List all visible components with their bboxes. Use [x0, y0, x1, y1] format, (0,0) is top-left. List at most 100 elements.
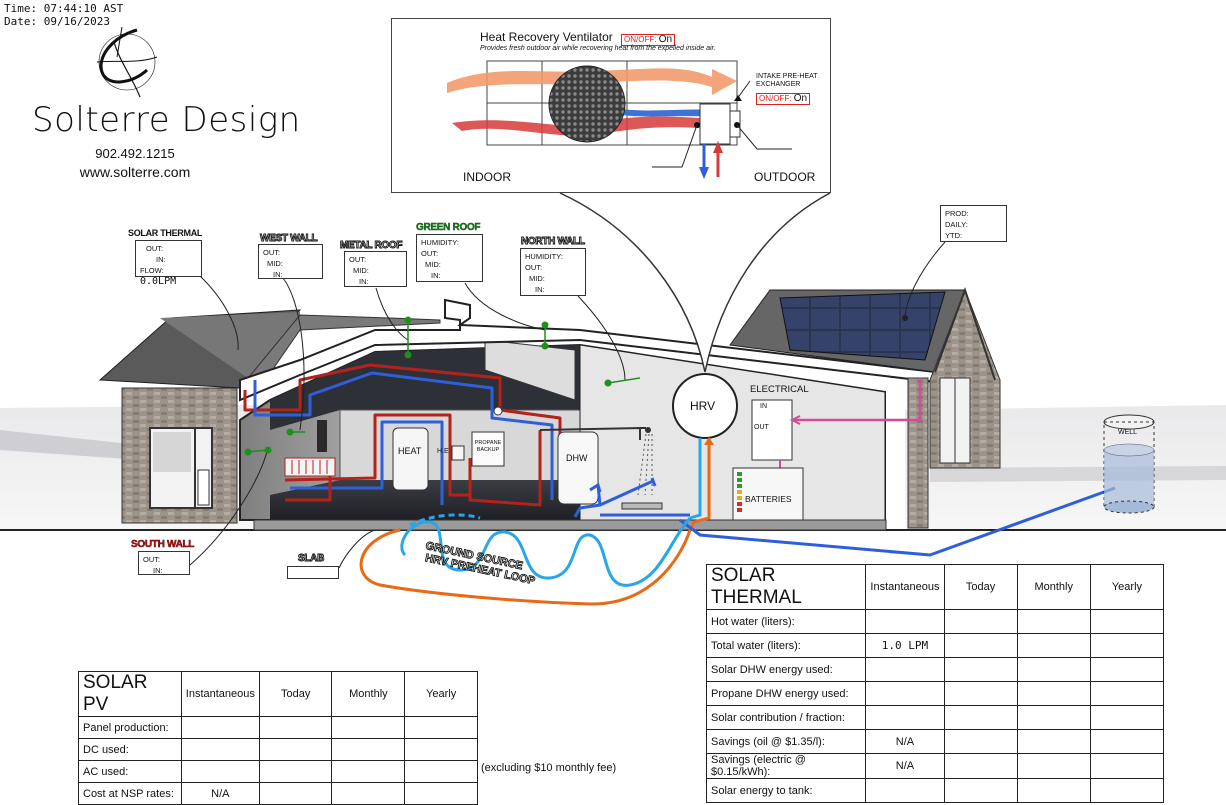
preheat-label-line2: EXCHANGER [756, 81, 801, 88]
north-wall-sensor-title: NORTH WALL [521, 236, 586, 248]
company-phone: 902.492.1215 [95, 146, 175, 161]
preheat-onoff-key: ON/OFF: [759, 93, 792, 103]
batteries-label: BATTERIES [745, 494, 792, 504]
metal-roof-sensor-box[interactable]: OUT: MID: IN: [344, 251, 407, 287]
north-wall-out: OUT: [525, 263, 543, 272]
date-readout: Date: 09/16/2023 [4, 16, 110, 28]
solar-thermal-flow-value: 0.0LPM [140, 276, 177, 287]
company-website[interactable]: www.solterre.com [79, 164, 191, 180]
metal-roof-in: IN: [359, 277, 369, 286]
table-cell [331, 716, 406, 739]
solar-thermal-table-title: SOLAR THERMAL [705, 564, 867, 610]
solar-thermal-sensor-title: SOLAR THERMAL [128, 228, 203, 238]
electrical-panel [751, 399, 793, 461]
solar-thermal-row-label: Solar DHW energy used: [705, 657, 867, 682]
metal-roof-out: OUT: [349, 255, 367, 264]
table-cell [943, 681, 1018, 706]
north-wall-sensor-box[interactable]: HUMIDITY: OUT: MID: IN: [520, 248, 586, 296]
table-cell: 1.0 LPM [865, 633, 945, 658]
table-cell [1016, 633, 1091, 658]
table-row: Propane DHW energy used: [705, 681, 1165, 706]
solar-thermal-row-label: Propane DHW energy used: [705, 681, 867, 706]
table-cell [258, 760, 333, 783]
solar-thermal-table: SOLAR THERMAL Instantaneous Today Monthl… [705, 564, 1165, 803]
preheat-label-line1: INTAKE PRE-HEAT [756, 73, 818, 80]
preheat-onoff-toggle[interactable]: ON/OFF: On [756, 90, 811, 108]
hrv-onoff-toggle[interactable]: ON/OFF: On [621, 31, 676, 49]
pv-daily: DAILY: [945, 220, 968, 229]
solar-thermal-row-label: Savings (oil @ $1.35/l): [705, 729, 867, 754]
electrical-in-label: IN [760, 403, 767, 410]
table-cell: N/A [865, 729, 945, 754]
table-cell [180, 760, 260, 783]
pv-ytd: YTD: [945, 231, 963, 240]
table-cell [1016, 609, 1091, 634]
green-roof-sensor-title: GREEN ROOF [416, 222, 481, 233]
table-cell [865, 778, 945, 803]
hrv-unit [672, 373, 738, 439]
north-wall-mid: MID: [529, 274, 545, 283]
well [1103, 414, 1155, 514]
propane-backup-label: PROPANE BACKUP [474, 440, 502, 454]
solar-thermal-row-label: Solar energy to tank: [705, 778, 867, 803]
solar-thermal-row-label: Savings (electric @ $0.15/kWh): [705, 753, 867, 779]
table-row: Solar DHW energy used: [705, 657, 1165, 682]
hrv-detail-panel: Heat Recovery Ventilator ON/OFF: On Prov… [391, 18, 831, 193]
solar-pv-col-yearly: Yearly [404, 671, 478, 717]
table-cell [943, 753, 1018, 779]
solar-thermal-header-row: SOLAR THERMAL Instantaneous Today Monthl… [705, 564, 1165, 610]
solar-pv-col-monthly: Monthly [331, 671, 406, 717]
table-cell [1016, 729, 1091, 754]
table-cell [1089, 753, 1165, 779]
west-wall-sensor-box[interactable]: OUT: MID: IN: [258, 244, 323, 279]
hrv-label: HRV [690, 399, 716, 413]
solar-pv-col-today: Today [258, 671, 333, 717]
electrical-label: ELECTRICAL [750, 384, 809, 395]
table-row: Solar energy to tank: [705, 778, 1165, 803]
table-cell [331, 738, 406, 761]
table-cell [1089, 657, 1165, 682]
outdoor-label: OUTDOOR [754, 170, 816, 184]
time-label: Time: [4, 2, 38, 15]
solar-thermal-row-label: Solar contribution / fraction: [705, 705, 867, 730]
solar-thermal-col-monthly: Monthly [1016, 564, 1091, 610]
table-cell [180, 738, 260, 761]
table-cell [258, 738, 333, 761]
south-wall-in: IN: [153, 566, 163, 575]
he-unit [451, 445, 465, 461]
green-roof-sensor-box[interactable]: HUMIDITY: OUT: MID: IN: [416, 234, 483, 282]
south-wall-sensor-box[interactable]: OUT: IN: [138, 551, 190, 575]
heat-tank-label: HEAT [398, 446, 422, 456]
ground-loop-orange [359, 528, 692, 606]
slab-sensor-box[interactable] [287, 566, 339, 579]
company-name: Solterre Design [32, 100, 301, 140]
south-wall-sensor-title: SOUTH WALL [131, 539, 195, 551]
table-cell [1016, 657, 1091, 682]
green-roof-in: IN: [431, 271, 441, 280]
table-row: Panel production: [78, 716, 478, 739]
hrv-description: Provides fresh outdoor air while recover… [480, 45, 716, 52]
solar-thermal-out: OUT: [146, 244, 164, 253]
hrv-onoff-key: ON/OFF: [624, 34, 657, 44]
solar-pv-title: SOLAR PV [78, 671, 182, 717]
metal-roof-sensor-title: METAL ROOF [340, 240, 403, 252]
table-row: Solar contribution / fraction: [705, 705, 1165, 730]
solar-thermal-col-today: Today [943, 564, 1018, 610]
solar-thermal-col-yearly: Yearly [1089, 564, 1165, 610]
solar-thermal-sensor-box[interactable]: OUT: IN: FLOW: 0.0LPM [135, 240, 202, 287]
radiator [284, 457, 336, 477]
table-cell [1089, 705, 1165, 730]
table-cell [1089, 729, 1165, 754]
dhw-tank [557, 431, 599, 505]
heat-tank [392, 427, 429, 491]
table-cell [1016, 681, 1091, 706]
time-value: 07:44:10 AST [43, 2, 124, 15]
date-label: Date: [4, 15, 38, 28]
left-house [98, 309, 441, 524]
table-cell [180, 716, 260, 739]
preheat-onoff-value: On [793, 92, 808, 104]
propane-backup [471, 431, 505, 467]
solar-thermal-row-label: Hot water (liters): [705, 609, 867, 634]
table-cell [943, 633, 1018, 658]
pv-production-sensor-box[interactable]: PROD: DAILY: YTD: [940, 205, 1007, 242]
